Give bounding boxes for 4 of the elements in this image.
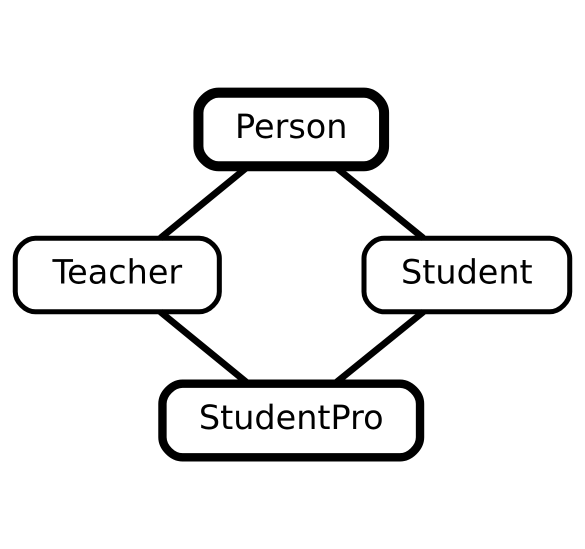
node-box: StudentPro [158, 379, 424, 461]
node-box: Teacher [12, 235, 222, 314]
node-box: Student [362, 235, 572, 314]
node-box: Person [193, 87, 390, 171]
